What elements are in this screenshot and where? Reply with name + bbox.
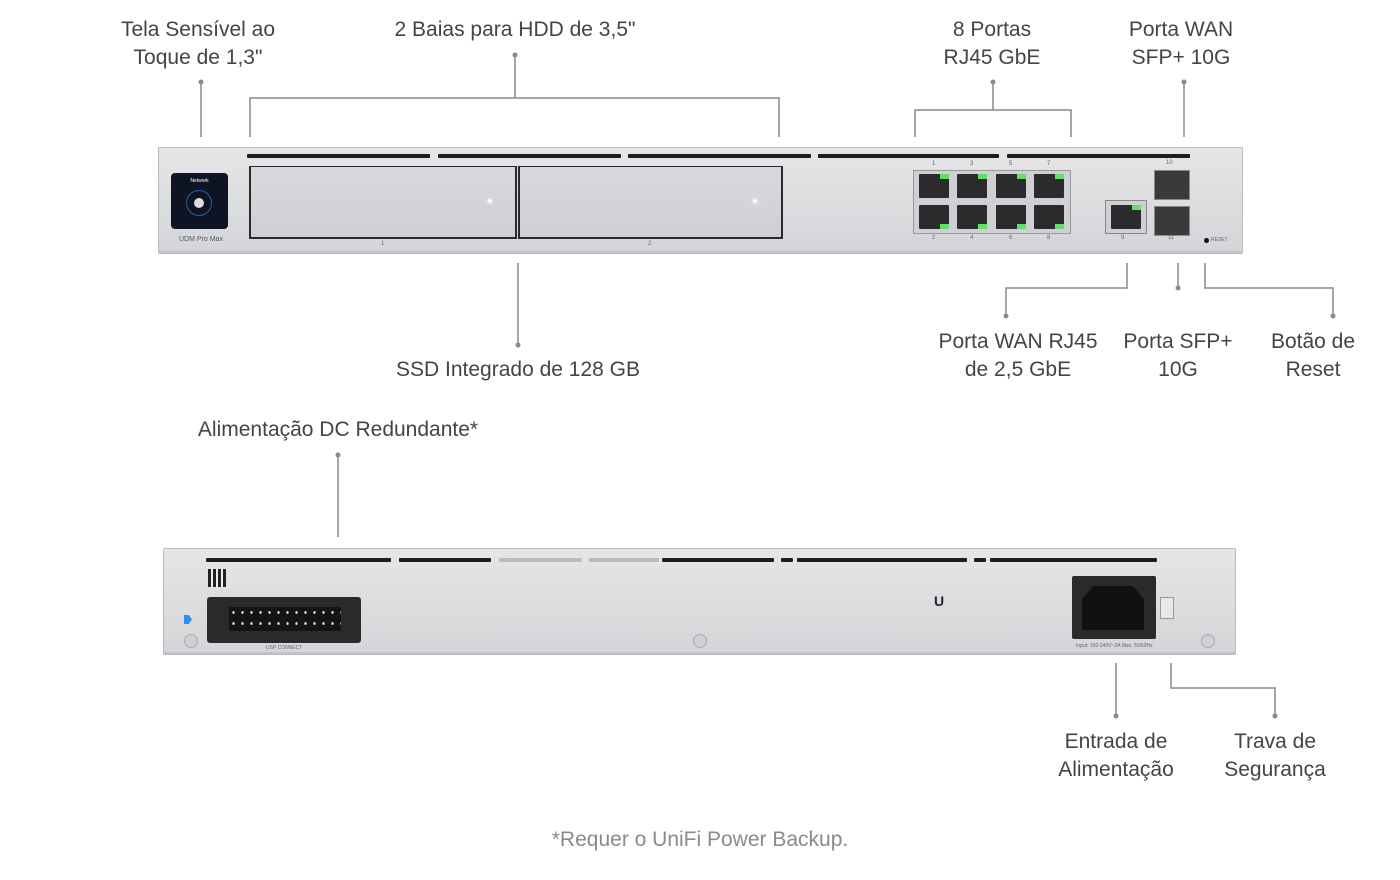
- device-text: 4: [970, 235, 974, 241]
- reset-button[interactable]: [1204, 238, 1209, 243]
- device-text: 2: [932, 235, 936, 241]
- port-1[interactable]: [919, 174, 949, 198]
- port-6[interactable]: [996, 205, 1026, 229]
- security-lock-label: Trava de Segurança: [1224, 728, 1326, 784]
- device-text: RESET: [1211, 237, 1228, 243]
- hdd-bays-label: 2 Baias para HDD de 3,5": [395, 16, 636, 44]
- device-text: 10: [1166, 160, 1173, 166]
- security-lock-slot[interactable]: [1160, 597, 1174, 619]
- device-text: Entrada de: [1064, 730, 1168, 753]
- dc-power-connector[interactable]: [207, 597, 361, 643]
- power-input-label: Entrada de Alimentação: [1058, 728, 1174, 784]
- ac-power-inlet[interactable]: [1072, 576, 1156, 639]
- device-text: Network: [190, 178, 209, 184]
- device-text: Tela Sensível ao: [120, 18, 276, 41]
- footnote: *Requer o UniFi Power Backup.: [552, 826, 848, 854]
- device-text: Toque de 1,3": [133, 46, 263, 69]
- model-name: UDM Pro Max: [179, 236, 223, 243]
- device-text: Porta WAN: [1128, 18, 1234, 41]
- device-text: 1: [381, 241, 385, 247]
- device-text: Trava de: [1233, 730, 1317, 753]
- device-text: 8: [1047, 235, 1051, 241]
- wan-rj45-label: Porta WAN RJ45 de 2,5 GbE: [938, 328, 1097, 384]
- touchscreen[interactable]: Network: [171, 173, 228, 229]
- device-text: 2 Baias para HDD de 3,5": [394, 18, 636, 41]
- device-text: USP CONNECT: [266, 645, 303, 651]
- port-7[interactable]: [1034, 174, 1064, 198]
- device-text: 8 Portas: [952, 18, 1032, 41]
- device-text: SSD Integrado de 128 GB: [396, 358, 640, 381]
- port-4[interactable]: [957, 205, 987, 229]
- device-text: 11: [1168, 235, 1175, 241]
- device-text: de 2,5 GbE: [964, 358, 1072, 381]
- device-text: Segurança: [1224, 758, 1326, 781]
- port-8[interactable]: [1034, 205, 1064, 229]
- wan-sfp-label: Porta WAN SFP+ 10G: [1129, 16, 1233, 72]
- device-text: Reset: [1285, 358, 1341, 381]
- device-text: 10G: [1158, 358, 1198, 381]
- hdd-bay-1[interactable]: [249, 166, 517, 239]
- device-text: Porta SFP+: [1123, 330, 1233, 353]
- hdd-bay-2[interactable]: [518, 166, 783, 239]
- rj45-port-block: [913, 170, 1071, 234]
- wan-rj45-port[interactable]: [1105, 200, 1147, 234]
- sfp-label: Porta SFP+ 10G: [1123, 328, 1232, 384]
- wan-sfp-port[interactable]: [1154, 170, 1190, 200]
- device-text: 9: [1121, 235, 1125, 241]
- port-3[interactable]: [957, 174, 987, 198]
- reset-label: Botão de Reset: [1271, 328, 1355, 384]
- device-text: Alimentação DC Redundante*: [197, 418, 479, 441]
- brand-logo: U: [934, 593, 945, 609]
- device-text: Input: 100-240V~2A Max. 50/60Hz: [1076, 643, 1153, 649]
- dc-power-label: Alimentação DC Redundante*: [198, 416, 478, 444]
- device-text: 2: [648, 241, 652, 247]
- device-text: SFP+ 10G: [1131, 46, 1231, 69]
- device-text: 1: [932, 161, 936, 167]
- ssd-label: SSD Integrado de 128 GB: [396, 356, 640, 384]
- device-text: RJ45 GbE: [943, 46, 1041, 69]
- device-text: *Requer o UniFi Power Backup.: [551, 828, 849, 851]
- device-text: Botão de: [1270, 330, 1356, 353]
- device-text: 6: [1009, 235, 1013, 241]
- sfp-port[interactable]: [1154, 206, 1190, 236]
- back-panel: USP CONNECT U Input: 100-240V~2A Max. 50…: [163, 548, 1236, 655]
- device-text: 5: [1009, 161, 1013, 167]
- port-5[interactable]: [996, 174, 1026, 198]
- device-text: 3: [970, 161, 974, 167]
- front-panel: Network UDM Pro Max 1 2 1 3 5 7 2 4 6 8 …: [158, 147, 1243, 254]
- device-text: Alimentação: [1058, 758, 1174, 781]
- device-text: 7: [1047, 161, 1051, 167]
- usp-led-icon: [184, 615, 192, 624]
- device-text: Porta WAN RJ45: [938, 330, 1098, 353]
- qr-code: [208, 569, 226, 587]
- port-2[interactable]: [919, 205, 949, 229]
- touchscreen-label: Tela Sensível ao Toque de 1,3": [121, 16, 275, 72]
